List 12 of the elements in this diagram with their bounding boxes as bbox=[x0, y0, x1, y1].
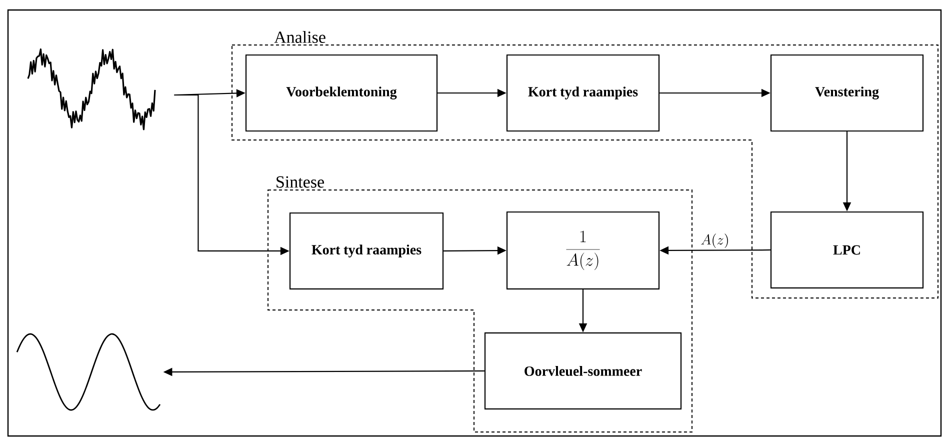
process-box: $\frac{1}{A(z)}$ bbox=[506, 211, 660, 290]
process-box: LPC bbox=[770, 211, 924, 289]
node-label: Sintese bbox=[276, 176, 324, 188]
process-box: Voorbeklemtoning bbox=[245, 54, 438, 132]
waveform-drawing bbox=[27, 48, 156, 130]
process-box: Venstering bbox=[770, 54, 924, 132]
waveform-drawing bbox=[16, 333, 161, 411]
node-label: Analise bbox=[274, 31, 326, 43]
process-box: Kort tyd raampies bbox=[506, 54, 660, 132]
edge-label: $A(z)$ bbox=[700, 232, 730, 250]
process-box: Oorvleuel-sommeer bbox=[484, 332, 682, 410]
process-box: Kort tyd raampies bbox=[289, 212, 444, 290]
